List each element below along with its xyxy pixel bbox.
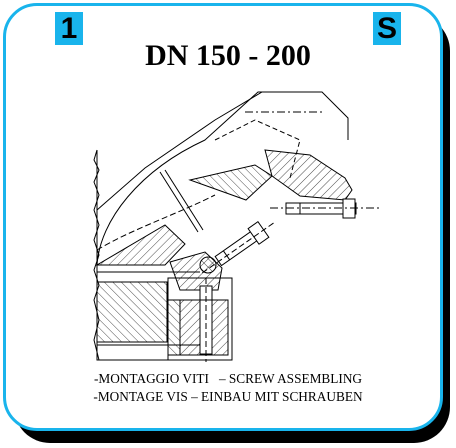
page-title: DN 150 - 200 — [145, 39, 311, 72]
elbow-inner-contour — [96, 91, 263, 211]
upper-flange — [264, 149, 353, 201]
step-number-badge: 1 — [55, 12, 83, 45]
elbow-centerline — [96, 194, 216, 251]
break-line — [93, 149, 100, 361]
section-letter-badge: S — [373, 12, 401, 45]
inclined-bolt — [201, 220, 277, 274]
center-ring — [169, 251, 223, 291]
caption-line-2: -MONTAGE VIS – EINBAU MIT SCHRAUBEN — [93, 389, 363, 404]
elbow-outer-contour — [96, 91, 349, 266]
caption-line-1: -MONTAGGIO VITI – SCREW ASSEMBLING — [93, 371, 363, 386]
